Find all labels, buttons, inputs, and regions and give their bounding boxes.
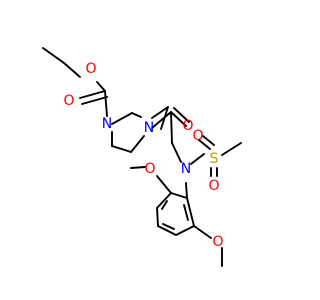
bond-aryl-inner-2 — [162, 223, 175, 230]
bond-pip-4 — [111, 145, 132, 153]
sulfonyl-oxygen-bottom-label: O — [208, 178, 219, 194]
bond-pip-3 — [130, 135, 145, 153]
bond-aryl-inner-1 — [161, 200, 168, 210]
bond-n-s — [190, 153, 205, 165]
bond-s-methyl — [221, 142, 242, 156]
bond-aryl-5 — [175, 225, 195, 236]
bond-s-o-left-a — [198, 139, 211, 150]
bond-carbamate-c-o-double-b — [81, 96, 108, 105]
bond-amide-n-c — [151, 111, 172, 129]
bond-aryl-3 — [156, 207, 159, 227]
sulfonyl-oxygen-left-label: O — [192, 128, 203, 144]
bond-pip-2 — [131, 112, 142, 118]
chemical-structure-canvas: O O N N O N S O O O O — [42, 47, 242, 267]
bond-aryl-4 — [157, 225, 177, 236]
ester-oxygen-label: O — [85, 61, 96, 77]
bond-s-o-left-b — [202, 135, 215, 146]
bond-ester-o-c — [96, 81, 106, 92]
bond-ethyl-2 — [63, 62, 81, 78]
piperazine-nitrogen-top-label: N — [144, 120, 154, 136]
bond-ethyl-1 — [42, 47, 65, 64]
carbamate-carbonyl-oxygen-label: O — [63, 93, 74, 109]
sulfonamide-nitrogen-label: N — [181, 161, 191, 177]
bond-ch2-n — [171, 142, 182, 163]
bond-pip-6 — [151, 106, 169, 119]
methoxy-top-oxygen-label: O — [144, 161, 155, 177]
bond-carbamate-c-n — [104, 90, 108, 117]
bond-methoxy-top-o-ch3 — [130, 166, 146, 169]
bond-amide-c-ch2 — [170, 111, 173, 144]
bond-aryl-6 — [186, 197, 195, 227]
amide-oxygen-label: O — [182, 118, 193, 134]
bond-methoxy-top-c-o — [156, 175, 172, 194]
sulfonyl-sulfur-label: S — [210, 151, 219, 167]
bond-amide-c-o-double-b — [173, 107, 190, 123]
bond-aryl-2 — [156, 192, 172, 209]
bond-carbamate-c-o-double-a — [79, 90, 106, 99]
bond-aryl-1 — [170, 192, 188, 199]
bond-aryl-inner-3 — [183, 204, 189, 221]
bond-n-aryl — [185, 182, 188, 199]
bond-amide-c-o-double-a — [170, 111, 187, 127]
bond-methoxy-bottom-c-o — [193, 225, 212, 239]
piperazine-nitrogen-bottom-label: N — [102, 116, 112, 132]
molecule-diagram: O O N N O N S O O O O — [42, 47, 242, 267]
bond-pip-1 — [111, 112, 133, 125]
methoxy-bottom-oxygen-label: O — [212, 234, 223, 250]
